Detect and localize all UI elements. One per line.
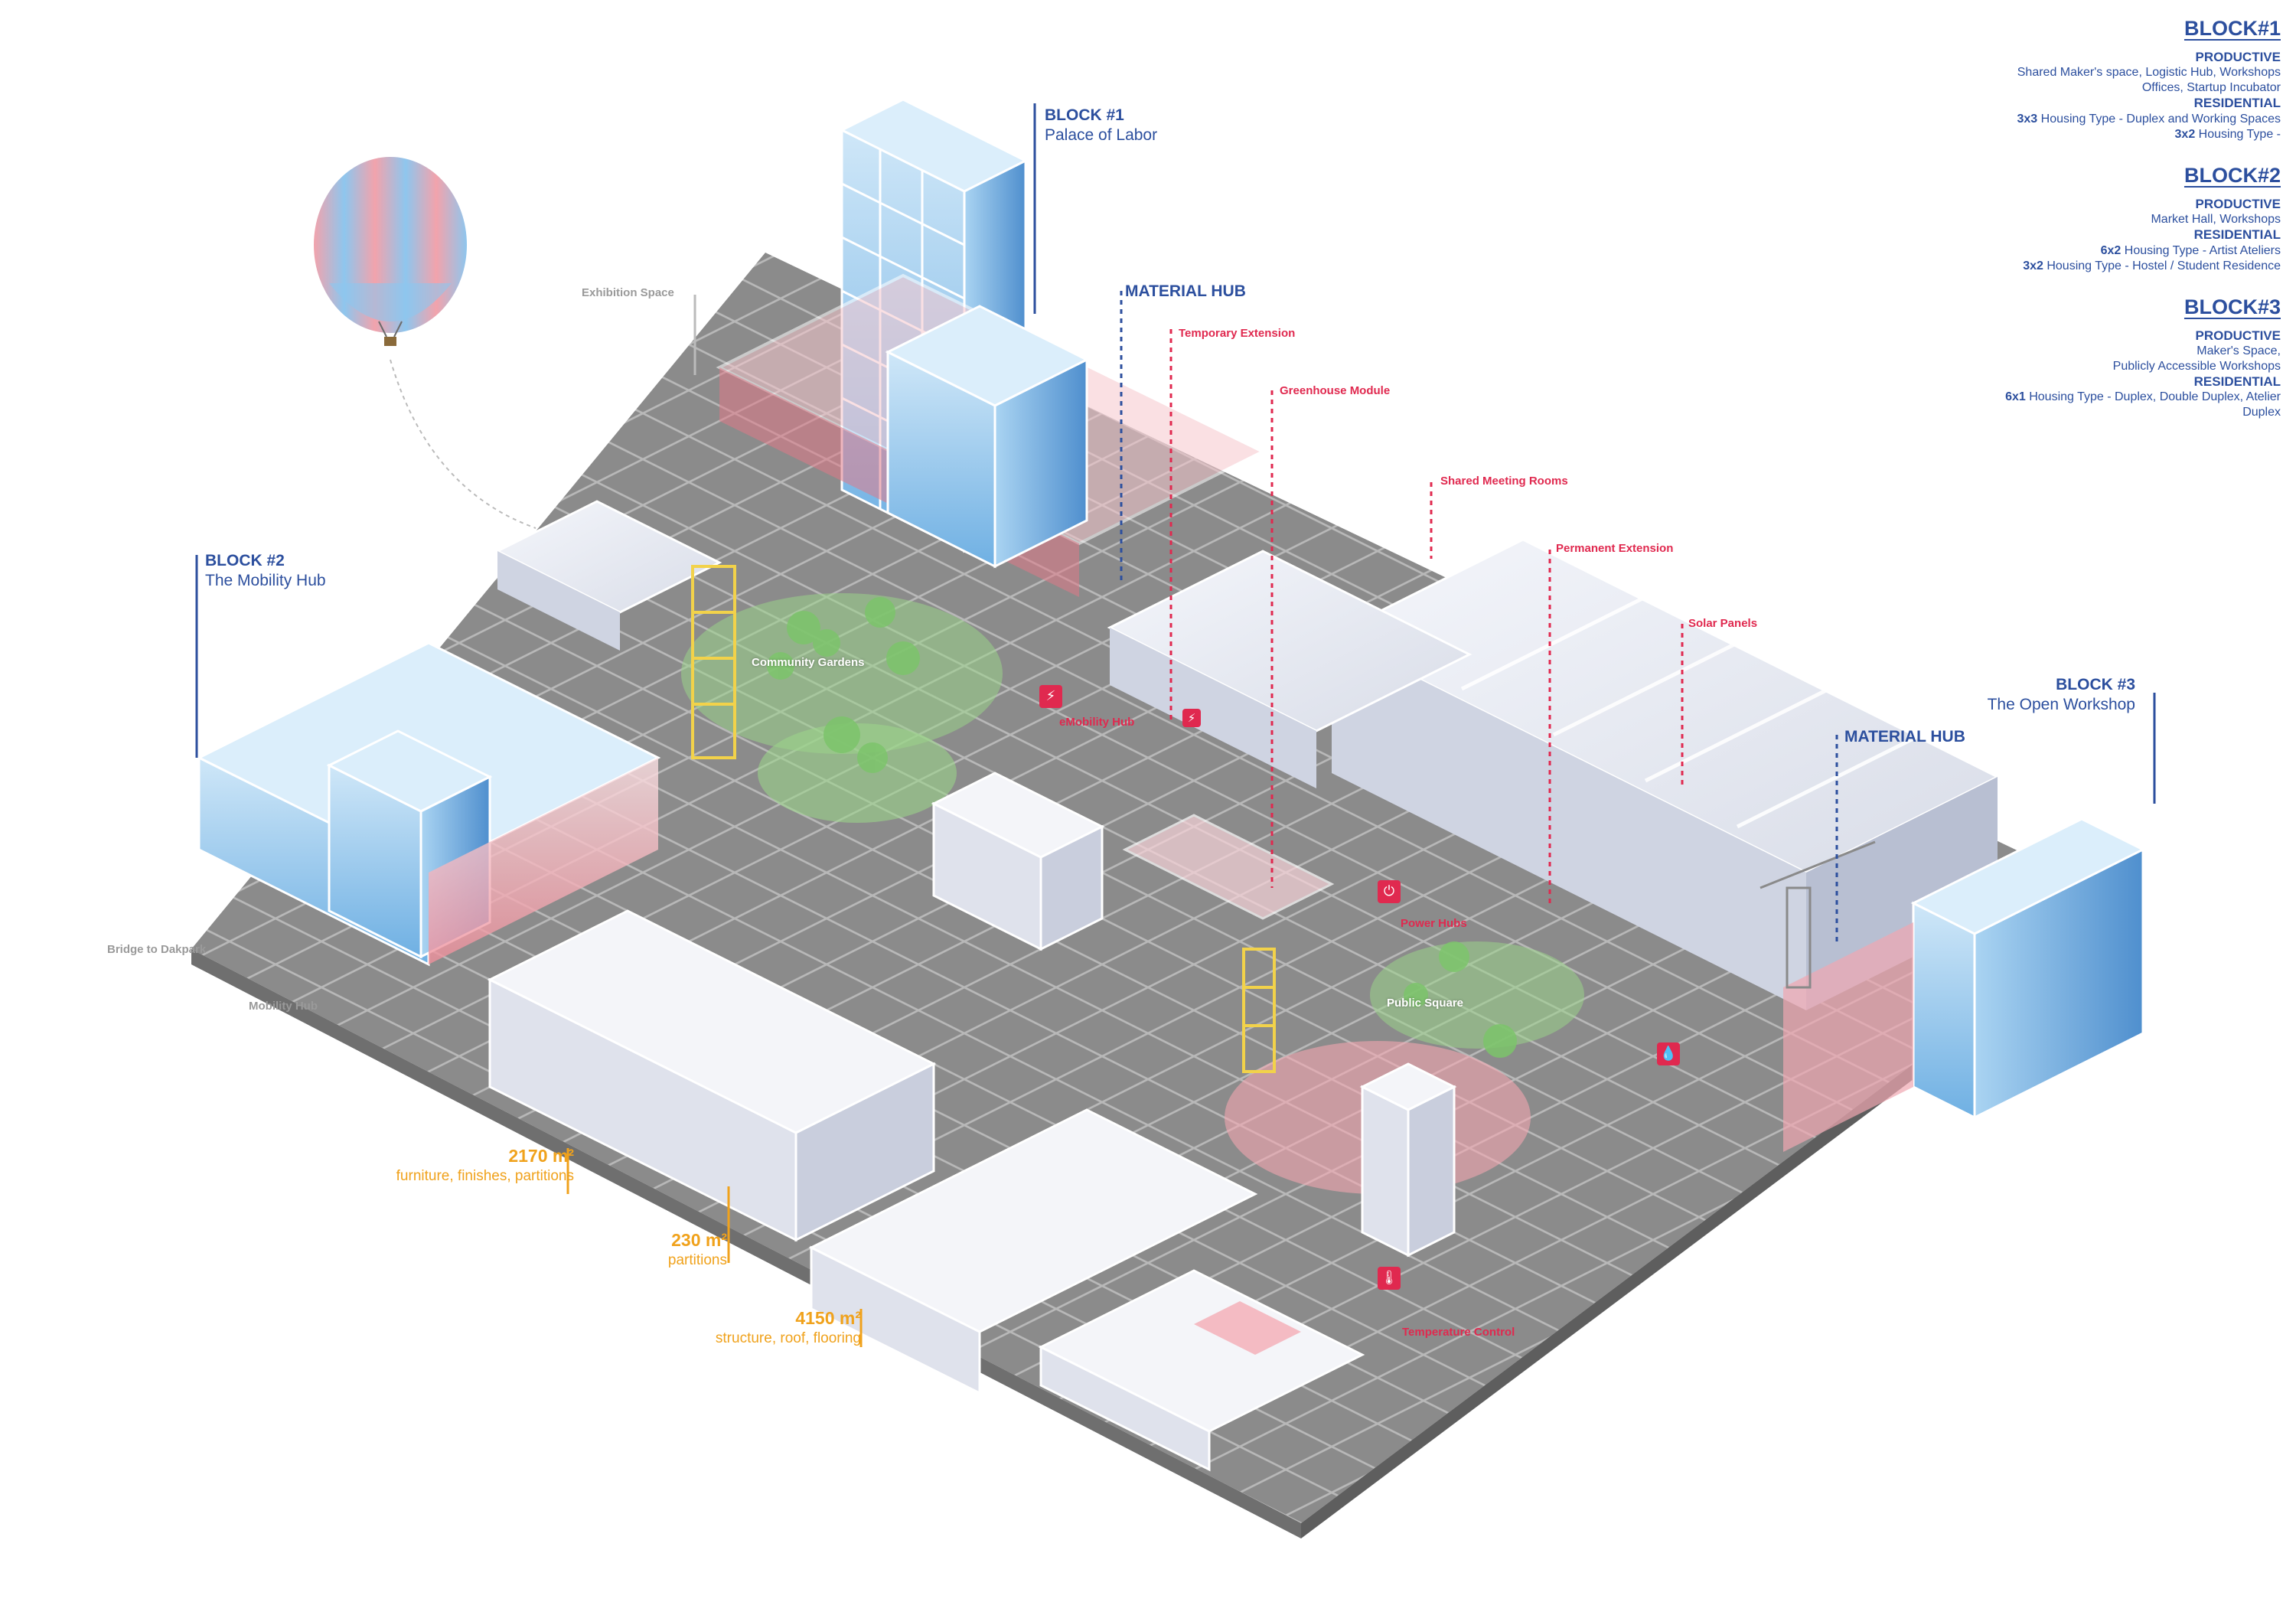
block2-label: BLOCK #2 The Mobility Hub [205,551,326,592]
housing-code: 3x2 [2174,127,2196,141]
legend-line: Offices, Startup Incubator [2141,81,2281,95]
legend-section-heading: RESIDENTIAL [2193,96,2281,111]
public-square-garden [1370,941,1584,1049]
block-legend: BLOCK#1 PRODUCTIVE Shared Maker's space,… [1929,17,2281,442]
legend-line: Market Hall, Workshops [2151,213,2281,227]
block1-label: BLOCK #1 Palace of Labor [1045,106,1157,146]
block2-subtitle: The Mobility Hub [205,572,326,590]
legend-line: 3x2 Housing Type - [1929,127,2281,142]
area-annotation-1: 2170 m² furniture, finishes, partitions [396,1145,574,1186]
block1-subtitle: Palace of Labor [1045,126,1158,145]
area-value: 2170 m² [508,1146,574,1166]
block1-cube [885,305,1090,569]
greenhouse-module [1122,814,1335,920]
housing-text: Housing Type - Hostel / Student Residenc… [2043,259,2281,272]
permanent-extension-label: Permanent Extension [1556,542,1674,555]
yellow-lattice-tower [691,565,1276,1073]
shared-meeting-rooms-label: Shared Meeting Rooms [1440,475,1568,488]
balloon-icon [314,157,467,346]
legend-section-heading: PRODUCTIVE [2195,196,2281,211]
temperature-control-label: Temperature Control [1402,1326,1515,1339]
legend-line: Maker's Space, [2197,344,2281,357]
legend-line: Shared Maker's space, Logistic Hub, Work… [2017,66,2281,80]
legend-block1: BLOCK#1 PRODUCTIVE Shared Maker's space,… [1929,17,2281,142]
legend-section-heading: RESIDENTIAL [2193,374,2281,389]
area-description: furniture, finishes, partitions [396,1167,574,1184]
housing-text: Housing Type - Duplex and Working Spaces [2037,112,2281,126]
power-hub-icon: ⏻ [1378,880,1401,903]
foreground-buildings [487,772,1457,1472]
legend-block2: BLOCK#2 PRODUCTIVE Market Hall, Workshop… [1929,164,2281,274]
leader-lines [195,103,2156,1347]
legend-block2-title: BLOCK#2 [2183,163,2281,187]
block2-building [196,641,661,967]
legend-line: 3x2 Housing Type - Hostel / Student Resi… [1929,259,2281,274]
legend-section-heading: PRODUCTIVE [2195,50,2281,64]
area-description: structure, roof, flooring [715,1330,861,1346]
legend-block1-title: BLOCK#1 [2183,17,2281,40]
housing-code: 6x2 [2100,243,2122,257]
area-value: 4150 m² [795,1308,861,1328]
balloon-tether [390,359,536,529]
legend-line: Publicly Accessible Workshops [2112,359,2281,373]
legend-line: 6x2 Housing Type - Artist Ateliers [1929,243,2281,259]
legend-block3: BLOCK#3 PRODUCTIVE Maker's Space, Public… [1929,295,2281,421]
block1-title: BLOCK #1 [1045,106,1124,124]
emobility-icon: ⚡ [1039,685,1062,708]
material-hub-label-2: MATERIAL HUB [1844,728,1965,746]
power-hubs-label: Power Hubs [1401,917,1467,930]
temperature-icon: 🌡 [1378,1267,1401,1290]
bolt-icon: ⚡ [1182,709,1201,727]
exhibition-shed [494,500,722,651]
water-drop-icon: 💧 [1657,1042,1680,1065]
material-hub-label-1: MATERIAL HUB [1125,282,1246,300]
community-gardens-label: Community Gardens [752,656,865,669]
block3-subtitle: The Open Workshop [1987,696,2135,714]
area-annotation-3: 4150 m² structure, roof, flooring [716,1307,861,1348]
greenhouse-module-label: Greenhouse Module [1280,384,1391,397]
temporary-extension-label: Temporary Extension [1179,327,1296,340]
legend-line: 3x3 Housing Type - Duplex and Working Sp… [1929,112,2281,127]
emobility-hub-label: eMobility Hub [1059,716,1135,729]
bridge-to-dakpark-label: Bridge to Dakpark [107,943,207,956]
housing-code: 3x3 [2017,112,2038,126]
public-square-label: Public Square [1387,997,1464,1010]
housing-code: 3x2 [2023,259,2043,272]
area-annotation-2: 230 m² partitions [668,1229,727,1270]
area-description: partitions [667,1251,727,1268]
community-garden [681,593,1003,754]
legend-line: 6x1 Housing Type - Duplex, Double Duplex… [1929,390,2281,405]
central-hall-roof [1107,550,1473,788]
housing-text: Housing Type - Duplex, Double Duplex, At… [2025,390,2281,404]
crane [1760,840,1876,989]
legend-section-heading: PRODUCTIVE [2195,328,2281,343]
solar-panels-label: Solar Panels [1688,617,1758,630]
block3-title: BLOCK #3 [2056,676,2135,693]
legend-line: Duplex [2242,406,2281,419]
block2-title: BLOCK #2 [205,552,285,569]
exhibition-space-label: Exhibition Space [582,286,674,299]
legend-section-heading: RESIDENTIAL [2193,227,2281,243]
area-value: 230 m² [671,1230,727,1250]
block3-label: BLOCK #3 The Open Workshop [1988,675,2135,716]
mobility-hub-label: Mobility Hub [249,1000,318,1013]
ground-edge [191,949,1301,1538]
block3-tower [1783,817,2146,1152]
housing-text: Housing Type - Artist Ateliers [2121,243,2281,257]
legend-block3-title: BLOCK#3 [2183,295,2281,318]
housing-code: 6x1 [2005,390,2026,404]
housing-text: Housing Type - [2195,127,2281,141]
